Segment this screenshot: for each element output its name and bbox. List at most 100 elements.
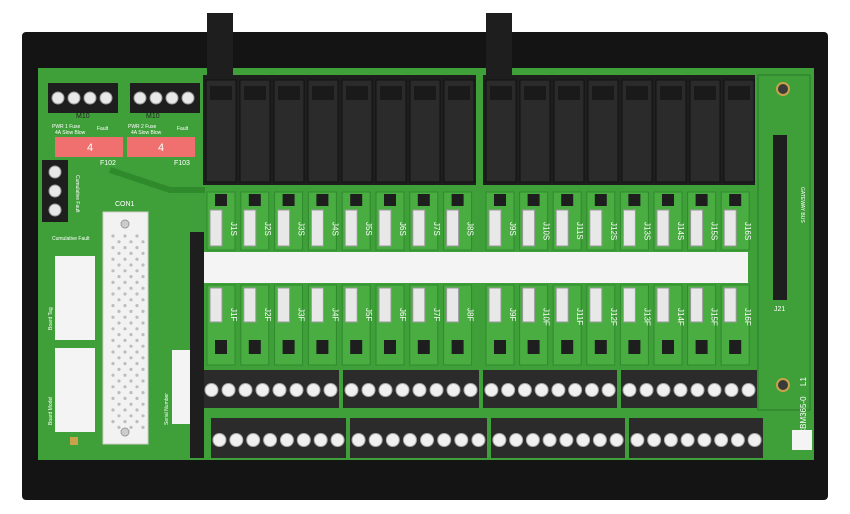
channel-label-f: J14F	[676, 308, 685, 326]
channel-label-s: J15S	[710, 222, 719, 240]
terminal-screw	[429, 383, 444, 397]
power-1-fuse-label: PWR 1 Fuse	[52, 124, 81, 130]
terminal-screw	[351, 433, 366, 447]
power-1-fuse-rating: 4A Slow Blow	[55, 130, 86, 136]
relay-top	[660, 86, 682, 100]
module-clip	[527, 194, 540, 206]
screw-terminal	[99, 91, 113, 105]
channel-label-s: J1S	[229, 222, 238, 236]
connector-pin	[135, 246, 139, 250]
terminal-screw	[279, 433, 294, 447]
channel-label-f: J10F	[542, 308, 551, 326]
terminal-screw	[296, 433, 311, 447]
terminal-screw	[471, 433, 486, 447]
terminal-screw	[395, 383, 410, 397]
terminal-screw	[747, 433, 762, 447]
board-tag-label: Board Tag	[48, 307, 54, 330]
connector-pin	[135, 362, 139, 366]
connector-pin	[123, 327, 127, 331]
terminal-screw	[707, 383, 722, 397]
connector-pin	[135, 350, 139, 354]
relay-top	[414, 86, 436, 100]
relay-top	[558, 86, 580, 100]
terminal-screw	[601, 383, 616, 397]
fuse-f103	[127, 137, 195, 157]
board-tag-area	[55, 256, 95, 340]
connector-pin	[123, 338, 127, 342]
terminal-screw	[673, 383, 688, 397]
connector-pin	[141, 275, 145, 279]
connector-pin	[117, 298, 121, 302]
terminal-screw	[730, 433, 745, 447]
connector-pin	[117, 321, 121, 325]
pin-header	[412, 287, 426, 323]
fuse-2-value: 4	[158, 142, 164, 154]
power-2-fuse-label: PWR 2 Fuse	[128, 124, 157, 130]
terminal-screw	[402, 433, 417, 447]
relay-top	[490, 86, 512, 100]
terminal-screw	[525, 433, 540, 447]
module-clip	[316, 194, 329, 206]
terminal-screw	[246, 433, 261, 447]
terminal-screw	[323, 383, 338, 397]
screw-terminal	[181, 91, 195, 105]
connector-pin	[117, 344, 121, 348]
part-number: PCBM365-0	[799, 396, 808, 440]
connector-pin	[117, 309, 121, 313]
pcb-fiducial	[70, 437, 78, 445]
fuse-1-value: 4	[87, 142, 93, 154]
terminal-screw	[238, 383, 253, 397]
connector-pin	[141, 286, 145, 290]
module-clip	[695, 194, 708, 206]
relay-top	[626, 86, 648, 100]
connector-pin	[141, 402, 145, 406]
connector-pin	[141, 356, 145, 360]
board-model-label: Board Model	[48, 397, 54, 425]
terminal-screw	[714, 433, 729, 447]
con1-label: CON1	[115, 201, 135, 208]
connector-pin	[135, 408, 139, 412]
connector-pin	[111, 246, 115, 250]
connector-pin	[117, 275, 121, 279]
module-clip	[384, 194, 396, 206]
channel-label-f: J4F	[330, 308, 339, 321]
label-strip	[203, 252, 748, 283]
pin-header	[209, 209, 223, 247]
terminal-screw	[622, 383, 637, 397]
terminal-screw	[630, 433, 645, 447]
mount-bracket	[190, 232, 204, 458]
pin-header	[656, 209, 670, 247]
connector-pin	[111, 338, 115, 342]
connector-pin	[117, 356, 121, 360]
module-clip	[662, 340, 674, 354]
j21-label: J21	[774, 306, 785, 313]
screw-terminal	[51, 91, 65, 105]
pin-header	[723, 209, 737, 247]
connector-pin	[141, 298, 145, 302]
connector-pin	[135, 315, 139, 319]
fuse-f102	[55, 137, 123, 157]
pin-header	[243, 287, 257, 323]
terminal-screw	[484, 383, 499, 397]
connector-pin	[129, 367, 133, 371]
channel-label-f: J8F	[466, 308, 475, 321]
module-clip	[417, 194, 430, 206]
screw-terminal	[67, 91, 81, 105]
module-clip	[729, 340, 742, 354]
connector-pin	[111, 257, 115, 261]
connector-pin	[111, 280, 115, 284]
pin-header	[344, 287, 358, 323]
revision: L1	[799, 377, 808, 386]
connector-pin	[135, 338, 139, 342]
pin-header	[522, 287, 536, 323]
connector-pin	[117, 263, 121, 267]
pcb-trace	[109, 167, 205, 193]
cumulative-ref: M10	[62, 208, 69, 222]
terminal-screw	[437, 433, 452, 447]
connector-pin	[111, 385, 115, 389]
terminal-screw	[272, 383, 287, 397]
pin-header	[412, 209, 426, 247]
terminal-screw	[204, 383, 219, 397]
relay-top	[380, 86, 402, 100]
pin-header	[277, 287, 291, 323]
